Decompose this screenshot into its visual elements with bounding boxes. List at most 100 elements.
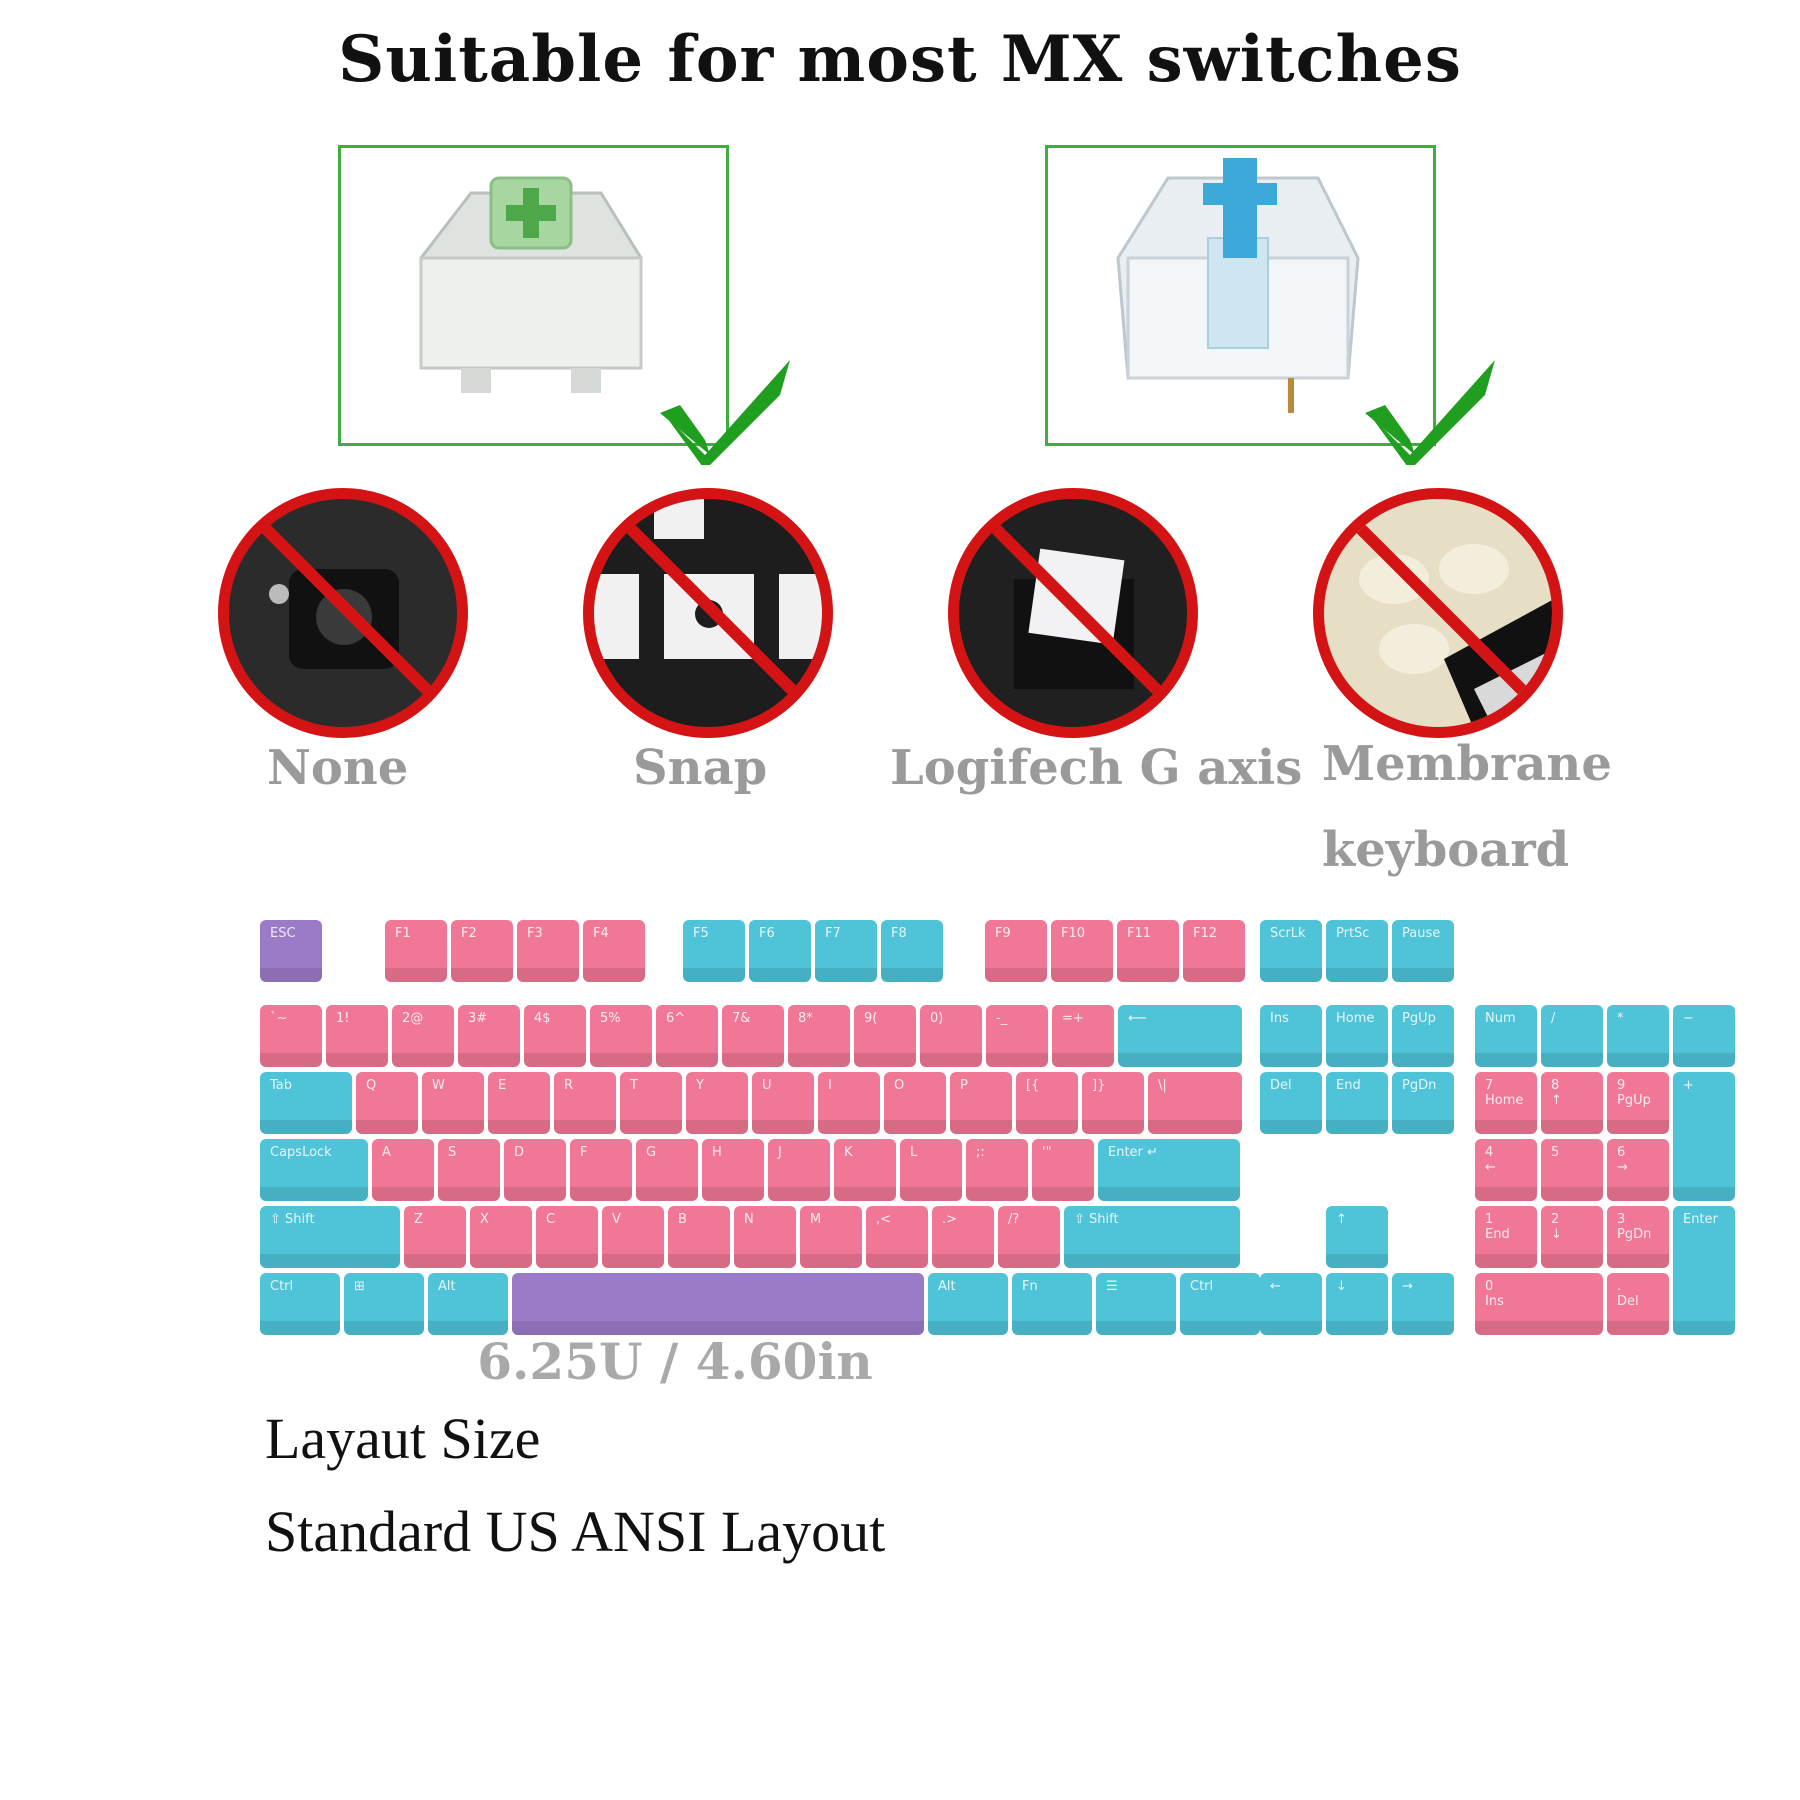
key-letter: '" [1032,1139,1094,1201]
green-mx-switch-image [419,176,643,393]
key-numpad-0: 0 Ins [1475,1273,1603,1335]
prohibited-icon-logitech [948,488,1198,738]
key-letter: K [834,1139,896,1201]
key-num-row: =+ [1052,1005,1114,1067]
key-letter: V [602,1206,664,1268]
key-bottom-left: Ctrl [260,1273,340,1335]
key-letter: M [800,1206,862,1268]
key-letter: D [504,1139,566,1201]
key-letter: T [620,1072,682,1134]
key-shift-right: ⇧ Shift [1064,1206,1240,1268]
key-num-row: 7& [722,1005,784,1067]
key-letter: [{ [1016,1072,1078,1134]
key-f11: F11 [1117,920,1179,982]
prohibited-icon-membrane [1313,488,1563,738]
key-letter: X [470,1206,532,1268]
key-f7: F7 [815,920,877,982]
key-num-row: 0) [920,1005,982,1067]
key-numpad-dot: . Del [1607,1273,1669,1335]
key-num-row: 1! [326,1005,388,1067]
key-ins: Ins [1260,1005,1322,1067]
key-bottom-left: Alt [428,1273,508,1335]
key-num-row: 2@ [392,1005,454,1067]
key-num-row: 3# [458,1005,520,1067]
spacebar-size-caption: 6.25U / 4.60in [477,1332,873,1391]
prohibited-icon-none [218,488,468,738]
key-numpad: 1 End [1475,1206,1537,1268]
key-arrow-up: ↑ [1326,1206,1388,1268]
checkmark-icon-left [660,360,790,465]
key-num-row: 8* [788,1005,850,1067]
key-letter: /? [998,1206,1060,1268]
switch-frame-left [338,145,729,446]
key-f12: F12 [1183,920,1245,982]
key-f4: F4 [583,920,645,982]
key-f3: F3 [517,920,579,982]
key-letter: F [570,1139,632,1201]
key-numpad: 5 [1541,1139,1603,1201]
key-f10: F10 [1051,920,1113,982]
key-letter: ]} [1082,1072,1144,1134]
key-num-row: `~ [260,1005,322,1067]
key-home: Home [1326,1005,1388,1067]
key-letter: N [734,1206,796,1268]
key-numpad: 8 ↑ [1541,1072,1603,1134]
key-numpad-top: * [1607,1005,1669,1067]
key-letter: S [438,1139,500,1201]
key-num-row: 9( [854,1005,916,1067]
key-end: End [1326,1072,1388,1134]
key-bottom-left: ⊞ [344,1273,424,1335]
key-num-row: -_ [986,1005,1048,1067]
label-membrane-line2: keyboard [1322,822,1570,878]
key-letter: ;: [966,1139,1028,1201]
key-letter: ,< [866,1206,928,1268]
key-numpad: 7 Home [1475,1072,1537,1134]
key-arrow: ← [1260,1273,1322,1335]
key-numpad: 3 PgDn [1607,1206,1669,1268]
key-arrow: ↓ [1326,1273,1388,1335]
key-num-row: 4$ [524,1005,586,1067]
key-esc: ESC [260,920,322,982]
label-logitech: Logifech G axis [890,740,1303,796]
key-letter: E [488,1072,550,1134]
key-shift-left: ⇧ Shift [260,1206,400,1268]
key-f5: F5 [683,920,745,982]
key-numpad: 4 ← [1475,1139,1537,1201]
key-numpad-plus: + [1673,1072,1735,1201]
key-numpad: 6 → [1607,1139,1669,1201]
key-pgdn: PgDn [1392,1072,1454,1134]
key-pgup: PgUp [1392,1005,1454,1067]
key-letter: W [422,1072,484,1134]
key-bottom-right: Fn [1012,1273,1092,1335]
key-del: Del [1260,1072,1322,1134]
key-bottom-right: ☰ [1096,1273,1176,1335]
key-letter: I [818,1072,880,1134]
label-none: None [267,740,409,796]
headline: Suitable for most MX switches [338,22,1462,97]
key-f6: F6 [749,920,811,982]
layout-standard-text: Standard US ANSI Layout [265,1499,886,1564]
key-f2: F2 [451,920,513,982]
key-num-row: 6^ [656,1005,718,1067]
layout-size-title: Layaut Size [265,1406,541,1471]
key-numpad-enter: Enter [1673,1206,1735,1335]
checkmark-icon-right [1365,360,1495,465]
label-membrane: Membrane [1322,736,1612,792]
key-letter: R [554,1072,616,1134]
key-bottom-right: Alt [928,1273,1008,1335]
key-backspace: ⟵ [1118,1005,1242,1067]
key-letter: \| [1148,1072,1242,1134]
key-numpad: 2 ↓ [1541,1206,1603,1268]
key-letter: L [900,1139,962,1201]
key-f9: F9 [985,920,1047,982]
key-numpad-top: − [1673,1005,1735,1067]
key-letter: Z [404,1206,466,1268]
key-spacebar [512,1273,924,1335]
key-enter: Enter ↵ [1098,1139,1240,1201]
key-tab: Tab [260,1072,352,1134]
key-letter: J [768,1139,830,1201]
key-num-row: 5% [590,1005,652,1067]
key-letter: C [536,1206,598,1268]
key-letter: A [372,1139,434,1201]
